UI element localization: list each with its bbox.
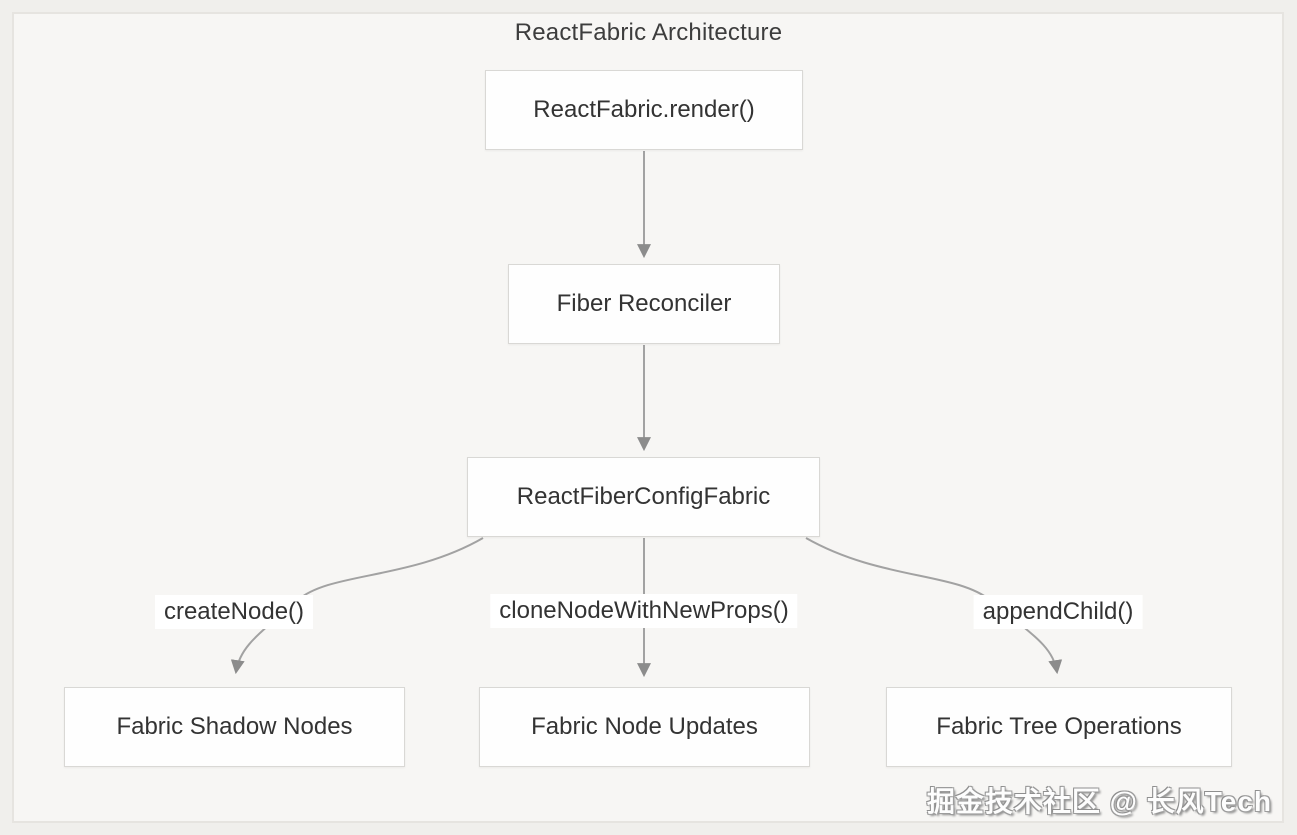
watermark-text: 掘金技术社区 @ 长风Tech <box>926 786 1272 817</box>
node-fabric-tree-operations: Fabric Tree Operations <box>886 687 1232 767</box>
edge-label-appendchild: appendChild() <box>973 595 1143 629</box>
node-fabric-shadow-nodes: Fabric Shadow Nodes <box>64 687 405 767</box>
node-fiber-reconciler: Fiber Reconciler <box>508 264 780 344</box>
node-label: ReactFiberConfigFabric <box>516 483 771 510</box>
node-label: Fabric Tree Operations <box>936 713 1182 740</box>
node-label: ReactFabric.render() <box>533 96 755 123</box>
node-reactfabric-render: ReactFabric.render() <box>485 70 803 150</box>
edge-label-clonenodewithnewprops: cloneNodeWithNewProps() <box>490 594 798 628</box>
edge-config-to-shadow <box>230 537 484 675</box>
edge-label-createnode: createNode() <box>154 595 314 629</box>
edge-config-to-tree <box>805 537 1063 675</box>
node-label: Fabric Node Updates <box>531 713 758 740</box>
diagram-title: ReactFabric Architecture <box>514 19 783 46</box>
node-fabric-node-updates: Fabric Node Updates <box>479 687 810 767</box>
node-reactfiberconfigfabric: ReactFiberConfigFabric <box>467 457 820 537</box>
node-label: Fabric Shadow Nodes <box>116 713 353 740</box>
node-label: Fiber Reconciler <box>556 290 732 317</box>
